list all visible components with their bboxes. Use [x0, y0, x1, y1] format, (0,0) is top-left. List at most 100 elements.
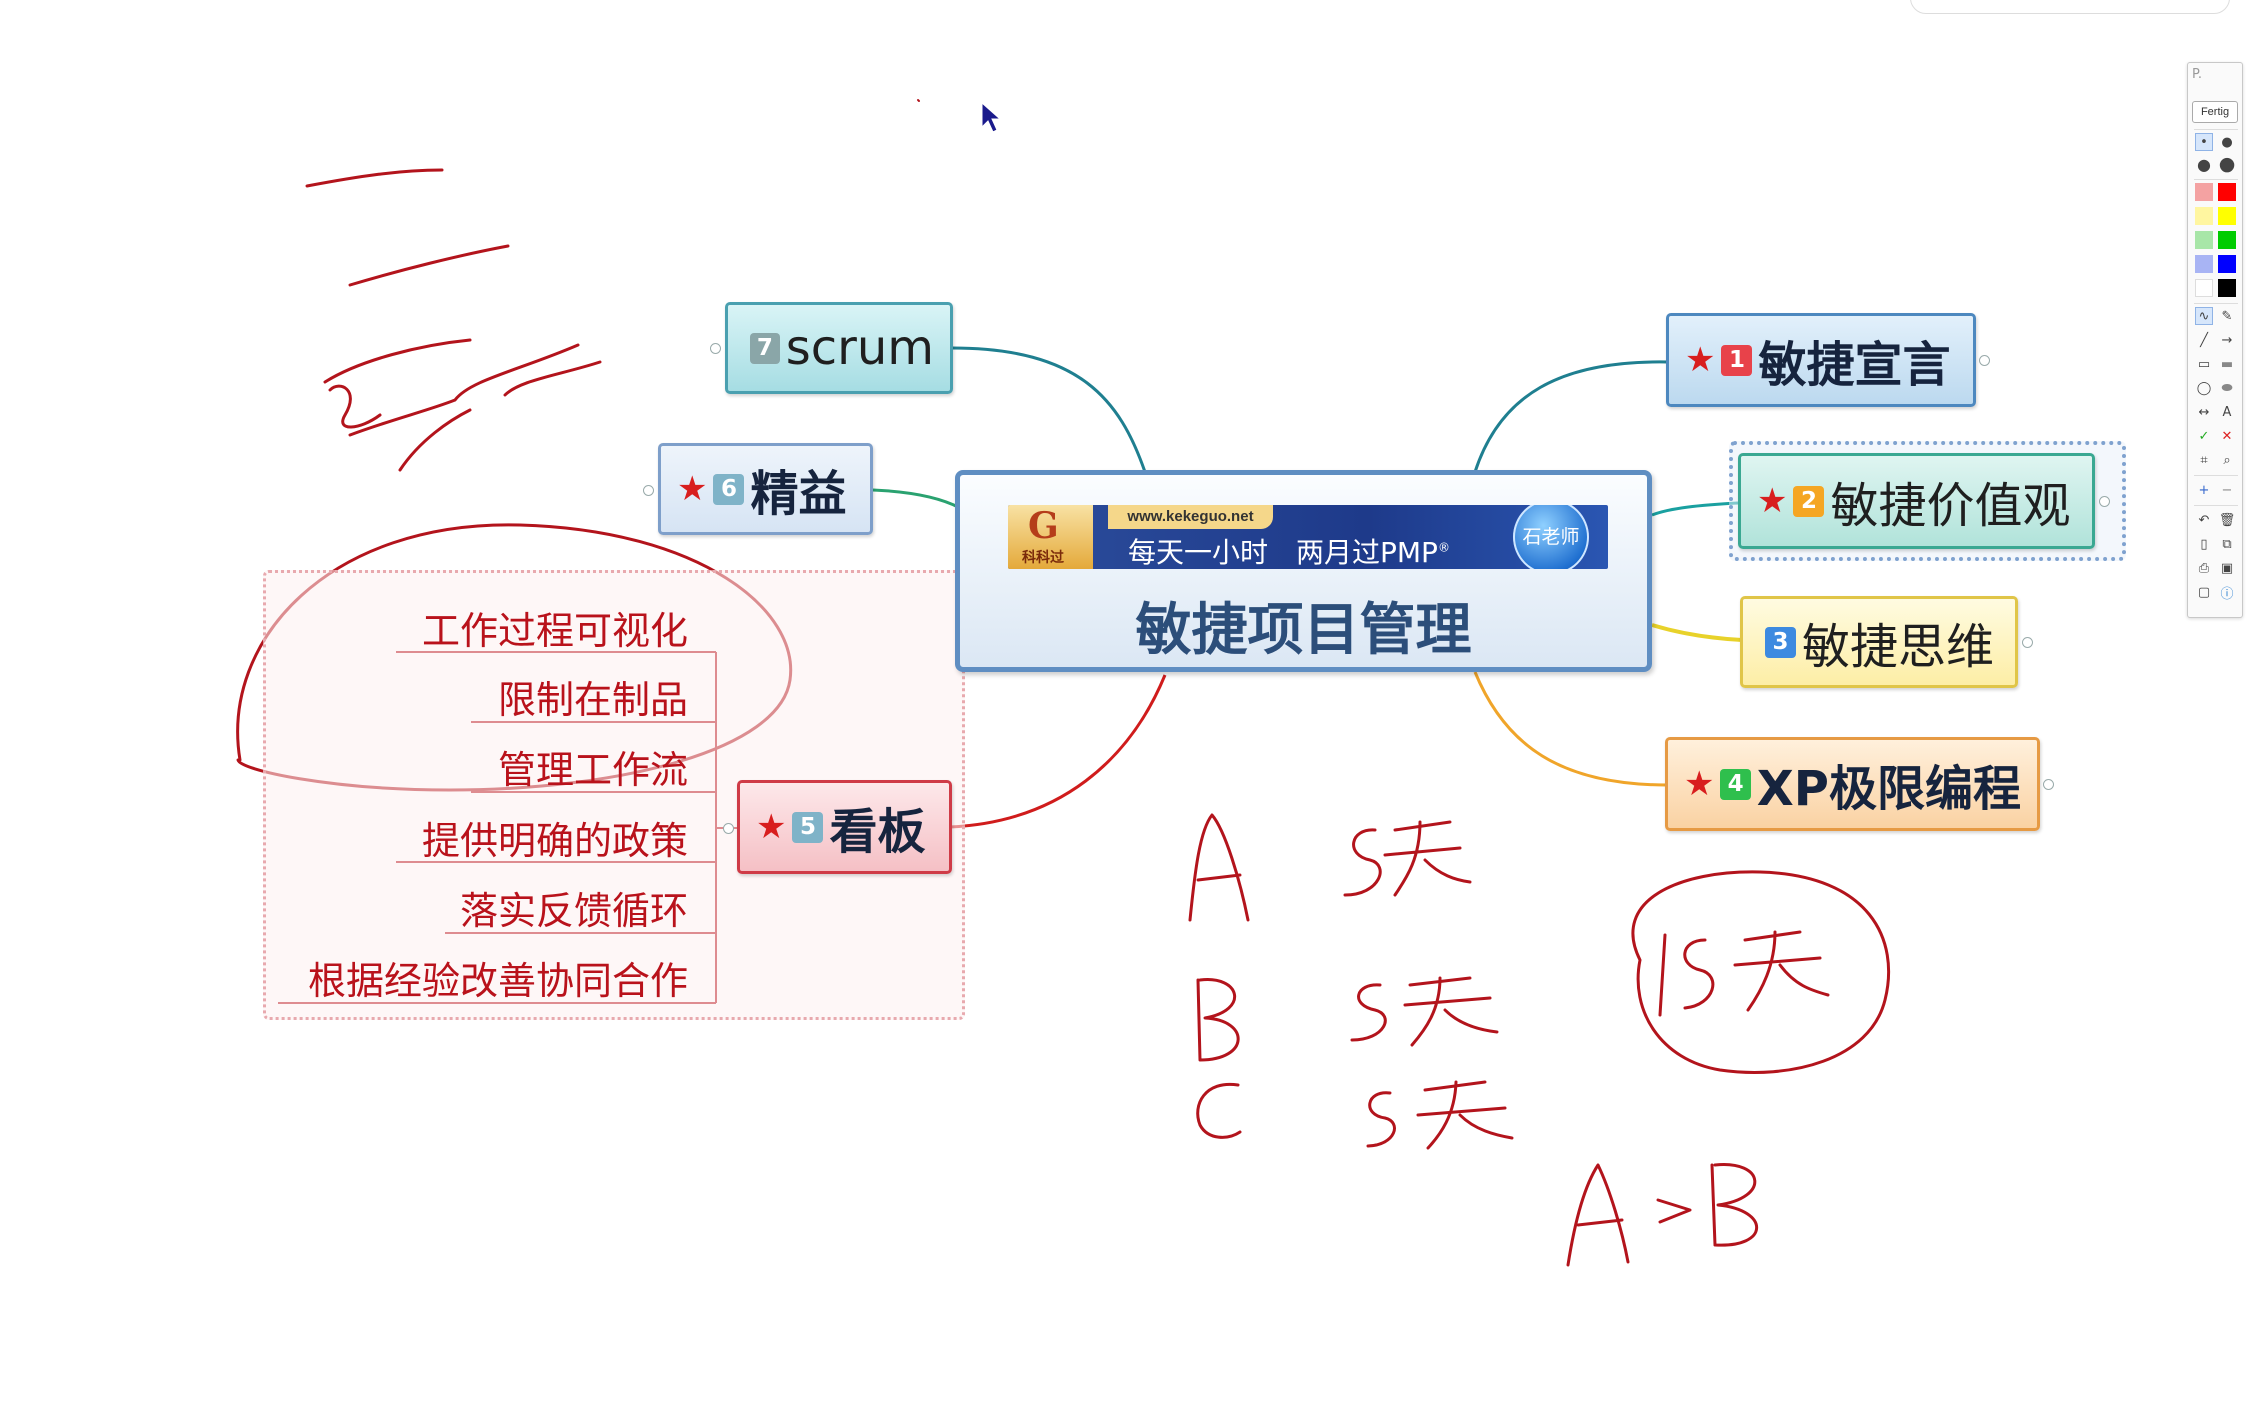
color-blue-swatch[interactable] — [2218, 255, 2236, 273]
central-topic-title: 敏捷项目管理 — [1135, 598, 1472, 663]
connector-xp — [1473, 671, 1668, 787]
arrow-tool-icon[interactable]: → — [2221, 332, 2233, 348]
brand-logo: G 科科过 — [1008, 505, 1093, 569]
branch-agile-values[interactable]: ★ 2 敏捷价值观 — [1738, 453, 2095, 549]
teacher-badge: 石老师 — [1513, 505, 1589, 569]
color-yellow-swatch[interactable] — [2218, 207, 2236, 225]
print-icon[interactable]: ⎙ — [2198, 560, 2210, 576]
connector-lean — [872, 488, 961, 510]
trash-icon[interactable]: 🗑 — [2218, 512, 2236, 528]
toolbar-divider — [2194, 505, 2238, 506]
collapse-toggle-icon[interactable] — [2022, 637, 2033, 648]
pen-size-small-icon[interactable]: • — [2195, 133, 2213, 151]
ink-letter-b — [1196, 978, 1240, 1062]
branch-kanban[interactable]: ★ 5 看板 — [737, 780, 952, 874]
number-7-badge: 7 — [750, 332, 780, 364]
kanban-item-improve-collaboratively[interactable]: 根据经验改善协同合作 — [307, 959, 688, 1003]
rectangle-tool-icon[interactable]: ▭ — [2197, 356, 2211, 372]
crop-tool-icon[interactable]: ⌗ — [2200, 452, 2208, 468]
top-window-tab[interactable] — [1910, 0, 2230, 14]
toolbar-title: P. — [2192, 67, 2202, 82]
branch-label: 精益 — [750, 466, 847, 522]
toolbar-divider — [2194, 179, 2238, 180]
ink-5days-c — [1366, 1080, 1514, 1150]
color-light-yellow-swatch[interactable] — [2195, 207, 2213, 225]
screen-icon[interactable]: ▢ — [2197, 584, 2211, 600]
ink-letter-c — [1196, 1082, 1242, 1139]
info-icon[interactable]: ⓘ — [2220, 586, 2234, 602]
ink-dot — [917, 99, 920, 102]
number-3-badge: 3 — [1765, 626, 1796, 658]
collapse-toggle-icon[interactable] — [2099, 496, 2110, 507]
branch-agile-mindset[interactable]: 3 敏捷思维 — [1740, 596, 2018, 688]
number-6-badge: 6 — [713, 473, 745, 505]
kanban-item-limit-wip[interactable]: 限制在制品 — [497, 678, 688, 722]
toolbar-divider — [2194, 303, 2238, 304]
star-icon: ★ — [1685, 340, 1716, 380]
collapse-toggle-icon[interactable] — [643, 485, 654, 496]
collapse-toggle-icon[interactable] — [2043, 779, 2054, 790]
star-icon: ★ — [677, 469, 708, 509]
new-page-icon[interactable]: ▯ — [2200, 536, 2208, 552]
collapse-toggle-icon[interactable] — [1979, 355, 1990, 366]
branch-label: 敏捷宣言 — [1758, 337, 1951, 393]
color-white-swatch[interactable] — [2195, 279, 2213, 297]
double-arrow-tool-icon[interactable]: ↔ — [2198, 404, 2210, 420]
toolbar-done-button[interactable]: Fertig — [2192, 101, 2238, 123]
handwriting-annotations — [236, 99, 1890, 1267]
color-light-blue-swatch[interactable] — [2195, 255, 2213, 273]
save-icon[interactable]: ▣ — [2220, 560, 2234, 576]
ink-15days-text — [1658, 930, 1830, 1017]
branch-xp[interactable]: ★ 4 XP极限编程 — [1665, 737, 2040, 831]
ink-5days-a — [1343, 820, 1472, 897]
branch-label: XP极限编程 — [1756, 761, 2021, 817]
check-mark-icon[interactable]: ✓ — [2198, 428, 2210, 444]
banner-slogan-text: 每天一小时 两月过PMP — [1128, 536, 1438, 569]
color-light-green-swatch[interactable] — [2195, 231, 2213, 249]
cross-mark-icon[interactable]: ✕ — [2221, 428, 2233, 444]
zoom-out-icon[interactable]: − — [2221, 482, 2233, 498]
color-red-swatch[interactable] — [2218, 183, 2236, 201]
color-light-red-swatch[interactable] — [2195, 183, 2213, 201]
cursor-arrow-icon — [981, 101, 1002, 133]
branch-agile-manifesto[interactable]: ★ 1 敏捷宣言 — [1666, 313, 1976, 407]
ellipse-tool-icon[interactable]: ◯ — [2196, 380, 2212, 396]
connector-values — [1651, 501, 1739, 517]
kanban-item-visualize[interactable]: 工作过程可视化 — [421, 609, 688, 653]
ink-a-to-b — [1566, 1163, 1758, 1267]
branch-lean[interactable]: ★ 6 精益 — [658, 443, 873, 535]
ink-stroke-one — [305, 168, 444, 188]
kanban-item-feedback-loops[interactable]: 落实反馈循环 — [459, 889, 688, 933]
text-tool-icon[interactable]: A — [2222, 404, 2232, 420]
pen-size-xlarge-icon[interactable]: ● — [2218, 153, 2236, 175]
ink-15days-circle — [1631, 870, 1890, 1074]
brand-logo-glyph: G — [1028, 505, 1059, 547]
connector-manifesto — [1473, 360, 1669, 473]
number-2-badge: 2 — [1793, 485, 1825, 517]
kanban-item-explicit-policies[interactable]: 提供明确的政策 — [421, 819, 688, 863]
line-tool-icon[interactable]: ╱ — [2200, 332, 2208, 348]
pen-size-large-icon[interactable]: ● — [2197, 154, 2211, 174]
freehand-pen-icon[interactable]: ∿ — [2195, 307, 2213, 325]
pen-size-medium-icon[interactable]: ● — [2221, 134, 2233, 150]
zoom-in-icon[interactable]: + — [2198, 482, 2210, 498]
connector-scrum — [951, 346, 1147, 473]
collapse-toggle-icon[interactable] — [723, 823, 734, 834]
branch-label: 敏捷价值观 — [1830, 478, 2071, 534]
undo-icon[interactable]: ↶ — [2198, 512, 2210, 528]
eraser-icon[interactable]: ✎ — [2221, 308, 2233, 324]
filled-rectangle-tool-icon[interactable]: ▬ — [2220, 356, 2234, 372]
branch-scrum[interactable]: 7 scrum — [725, 302, 953, 394]
zoom-tool-icon[interactable]: ⌕ — [2223, 452, 2231, 468]
central-topic[interactable]: G 科科过 www.kekeguo.net 每天一小时 两月过PMP® 石老师 … — [955, 470, 1652, 672]
filled-ellipse-tool-icon[interactable]: ⬬ — [2221, 380, 2233, 396]
branch-label: 看板 — [829, 804, 926, 860]
banner-slogan: 每天一小时 两月过PMP® — [1128, 531, 1450, 569]
color-black-swatch[interactable] — [2218, 279, 2236, 297]
central-banner: G 科科过 www.kekeguo.net 每天一小时 两月过PMP® 石老师 — [1008, 505, 1608, 569]
copy-icon[interactable]: ⧉ — [2222, 536, 2232, 552]
color-green-swatch[interactable] — [2218, 231, 2236, 249]
toolbar-divider — [2194, 475, 2238, 476]
kanban-item-manage-flow[interactable]: 管理工作流 — [497, 748, 688, 792]
collapse-toggle-icon[interactable] — [710, 343, 721, 354]
